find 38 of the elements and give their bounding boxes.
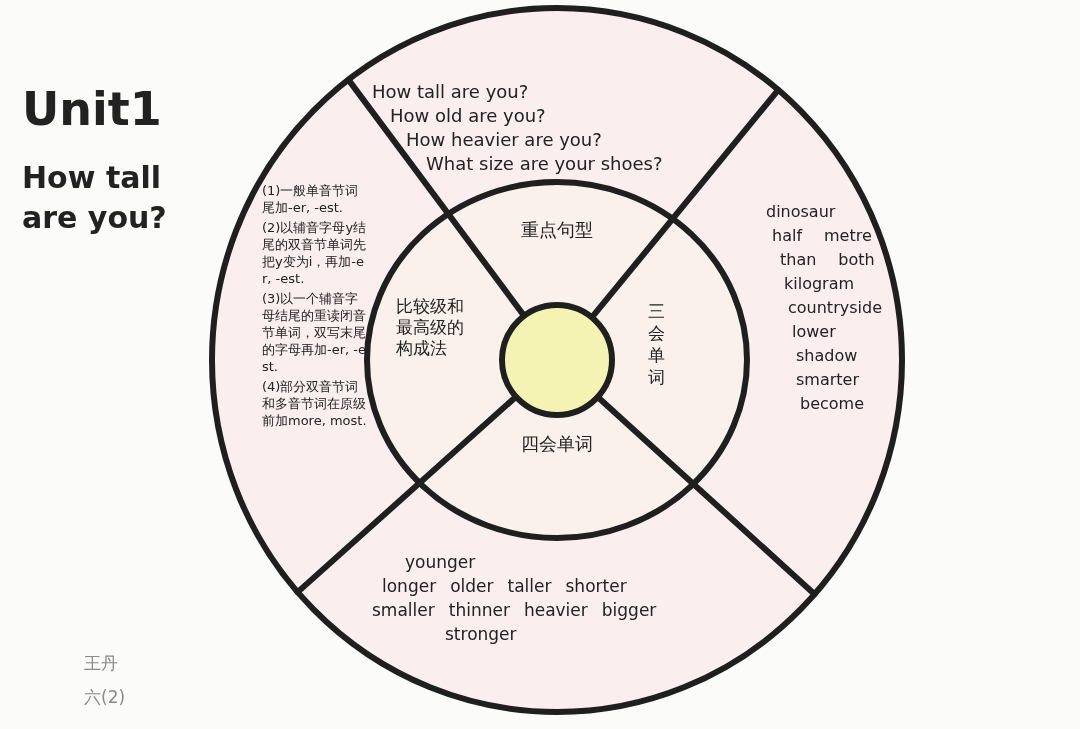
rule-text: (4)部分双音节词和多音节词在原级前加more, most. — [262, 378, 368, 429]
vocabulary-word: lower — [792, 321, 836, 343]
title-text: Unit1 — [22, 82, 162, 136]
vocabulary-word: longer — [382, 575, 437, 598]
section-heading: 三会单词 — [648, 300, 666, 388]
vocabulary-word: dinosaur — [766, 201, 836, 223]
vocabulary-word: shorter — [565, 575, 627, 598]
question-text: What size are your shoes? — [426, 152, 663, 176]
vocabulary-word: thinner — [448, 599, 510, 622]
vocabulary-word: half — [772, 225, 803, 247]
section-heading: 比较级和最高级的构成法 — [396, 296, 465, 359]
vocabulary-word: younger — [405, 551, 476, 574]
vocabulary-word: both — [838, 249, 875, 271]
vocabulary-word: metre — [824, 225, 872, 247]
vocabulary-word: shadow — [796, 345, 858, 367]
vocabulary-word: heavier — [523, 599, 588, 622]
section-heading: 重点句型 — [521, 218, 593, 242]
circle-shape — [498, 301, 616, 419]
vocabulary-word: smarter — [796, 369, 859, 391]
vocabulary-word: smaller — [372, 599, 435, 622]
vocabulary-word: bigger — [601, 599, 657, 622]
question-text: How heavier are you? — [406, 128, 602, 152]
question-text: How old are you? — [390, 104, 546, 128]
vocabulary-word: stronger — [445, 623, 517, 646]
vocabulary-word: become — [800, 393, 864, 415]
vocabulary-word: than — [780, 249, 817, 271]
section-heading: 四会单词 — [521, 432, 593, 456]
rule-text: (1)一般单音节词尾加-er, -est. — [262, 182, 360, 216]
question-text: How tall are you? — [372, 80, 529, 104]
class-label: 六(2) — [84, 686, 126, 709]
subtitle-text: How tall are you? — [22, 159, 168, 237]
vocabulary-word: countryside — [788, 297, 882, 319]
vocabulary-word: kilogram — [784, 273, 855, 295]
rule-text: (3)以一个辅音字母结尾的重读闭音节单词，双写末尾的字母再加-er, -est. — [262, 290, 367, 375]
signature-text: 王丹 — [84, 652, 118, 675]
vocabulary-word: older — [450, 575, 494, 598]
vocabulary-word: taller — [507, 575, 552, 598]
rule-text: (2)以辅音字母y结尾的双音节单词先把y变为i，再加-er, -est. — [262, 219, 368, 287]
